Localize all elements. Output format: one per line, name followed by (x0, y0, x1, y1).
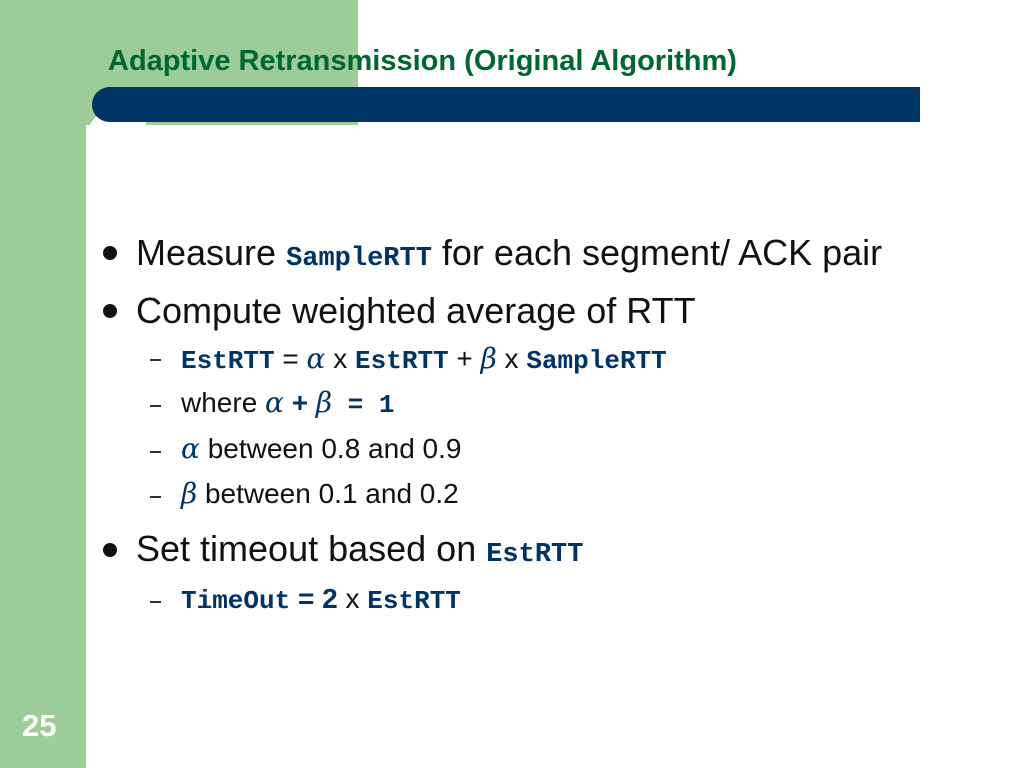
bullet-measure: Measure SampleRTT for each segment/ ACK … (136, 232, 882, 280)
sub-dash (150, 496, 161, 498)
plus-sign: + (283, 387, 316, 418)
code-samplertt: SampleRTT (286, 244, 432, 274)
constraint-where: where α + β = 1 (181, 386, 395, 422)
bullet-text: for each segment/ ACK pair (431, 232, 883, 273)
code-estrtt: EstRTT (181, 346, 275, 376)
code-estrtt: EstRTT (367, 586, 461, 616)
bullet-text: Set timeout based on (136, 528, 487, 569)
equals-sign: = (274, 343, 307, 374)
code-samplertt: SampleRTT (526, 346, 667, 376)
range-text: between 0.1 and 0.2 (197, 478, 459, 509)
where-label: where (181, 387, 266, 418)
equals-one: = 1 (332, 390, 395, 420)
page-number: 25 (22, 708, 57, 743)
alpha-symbol: α (306, 342, 326, 375)
code-timeout: TimeOut (181, 586, 291, 616)
constant-two: 2 (322, 583, 338, 614)
times-sign: x (496, 343, 527, 374)
plus-sign: + (448, 343, 481, 374)
beta-symbol: β (315, 386, 333, 419)
formula-timeout: TimeOut = 2 x EstRTT (181, 582, 461, 618)
alpha-symbol: α (265, 386, 284, 419)
equals-sign: = (290, 583, 323, 614)
alpha-symbol: α (181, 432, 200, 465)
sub-dash (150, 405, 161, 407)
sub-dash (150, 601, 161, 603)
bullet-compute: Compute weighted average of RTT (136, 290, 696, 332)
code-estrtt: EstRTT (486, 540, 584, 570)
slide-title: Adaptive Retransmission (Original Algori… (108, 45, 737, 77)
code-estrtt: EstRTT (355, 346, 449, 376)
times-sign: x (325, 343, 356, 374)
title-bar (92, 87, 920, 122)
range-text: between 0.8 and 0.9 (199, 433, 462, 464)
bullet-timeout: Set timeout based on EstRTT (136, 528, 583, 576)
sub-dash (150, 359, 161, 361)
beta-symbol: β (181, 477, 198, 510)
bullet-text: Measure (136, 232, 287, 273)
green-frame-left (0, 0, 86, 768)
bullet-text: Compute weighted average of RTT (136, 290, 696, 331)
bullet-dot (103, 246, 117, 260)
bullet-dot (103, 543, 117, 557)
beta-symbol: β (480, 342, 497, 375)
formula-estrtt: EstRTT = α x EstRTT + β x SampleRTT (181, 342, 667, 378)
times-sign: x (337, 583, 368, 614)
sub-dash (150, 451, 161, 453)
alpha-range: α between 0.8 and 0.9 (181, 432, 461, 466)
bullet-dot (103, 304, 117, 318)
beta-range: β between 0.1 and 0.2 (181, 477, 459, 511)
